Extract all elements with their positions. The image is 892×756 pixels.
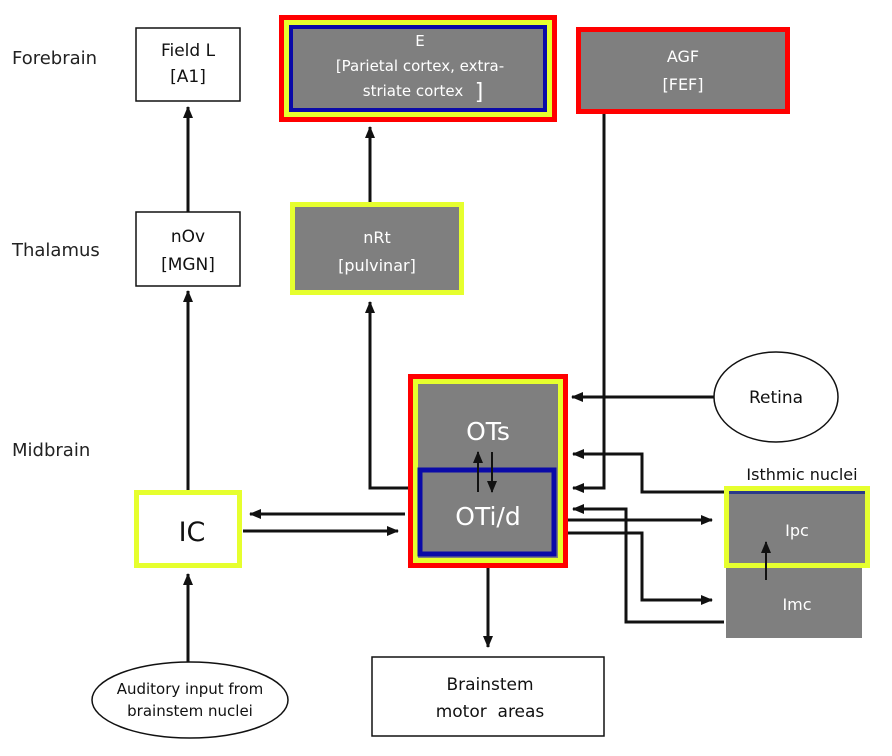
arrow-ipc-to-ot [572, 449, 724, 494]
optic-tectum-box: OTs OTi/d [408, 374, 568, 568]
auditory-input-node: Auditory input from brainstem nuclei [91, 661, 289, 739]
connections [183, 106, 724, 670]
brainstem-label-line1: Brainstem [446, 675, 533, 695]
isthmic-nuclei-label: Isthmic nuclei [746, 465, 857, 484]
nrt-sublabel: [pulvinar] [338, 256, 416, 275]
imc-label: Imc [782, 595, 811, 614]
retina-label: Retina [749, 388, 803, 408]
nrt-label: nRt [363, 228, 391, 247]
arrow-agf-to-ot [572, 112, 606, 493]
e-label: E [415, 32, 424, 50]
brainstem-label-line2: motor areas [436, 702, 545, 722]
ipc-box: Ipc [724, 486, 870, 568]
agf-box: AGF [FEF] [576, 27, 790, 114]
ipc-label: Ipc [785, 521, 809, 540]
nov-box: nOv [MGN] [135, 211, 241, 287]
otid-label: OTi/d [455, 502, 520, 531]
nov-sublabel: [MGN] [161, 255, 215, 275]
arrow-ot-to-nrt [365, 301, 410, 490]
e-sublabel-line1: [Parietal cortex, extra- [336, 57, 504, 75]
field-l-label: Field L [161, 41, 216, 61]
level-label-thalamus: Thalamus [11, 240, 100, 261]
field-l-box: Field L [A1] [135, 27, 241, 102]
auditory-input-label-line1: Auditory input from [117, 680, 264, 698]
e-box: E [Parietal cortex, extra- striate corte… [279, 15, 557, 122]
nrt-box: nRt [pulvinar] [290, 202, 464, 295]
auditory-input-label-line2: brainstem nuclei [127, 702, 253, 720]
level-label-forebrain: Forebrain [12, 48, 97, 69]
agf-sublabel: [FEF] [663, 75, 704, 94]
level-label-midbrain: Midbrain [12, 440, 90, 461]
field-l-sublabel: [A1] [170, 67, 206, 87]
ots-label: OTs [466, 417, 510, 446]
brainstem-motor-box: Brainstem motor areas [371, 656, 605, 737]
agf-label: AGF [667, 47, 699, 66]
imc-box: Imc [726, 568, 862, 638]
arrow-imc-to-ot [572, 504, 724, 624]
nov-label: nOv [171, 227, 205, 247]
e-sublabel-line2: striate cortex [363, 82, 464, 100]
arrow-ot-to-imc [568, 531, 713, 605]
ic-box: IC [134, 490, 242, 568]
e-bracket: ] [475, 80, 484, 105]
ic-label: IC [179, 517, 206, 548]
retina-node: Retina [713, 351, 839, 443]
